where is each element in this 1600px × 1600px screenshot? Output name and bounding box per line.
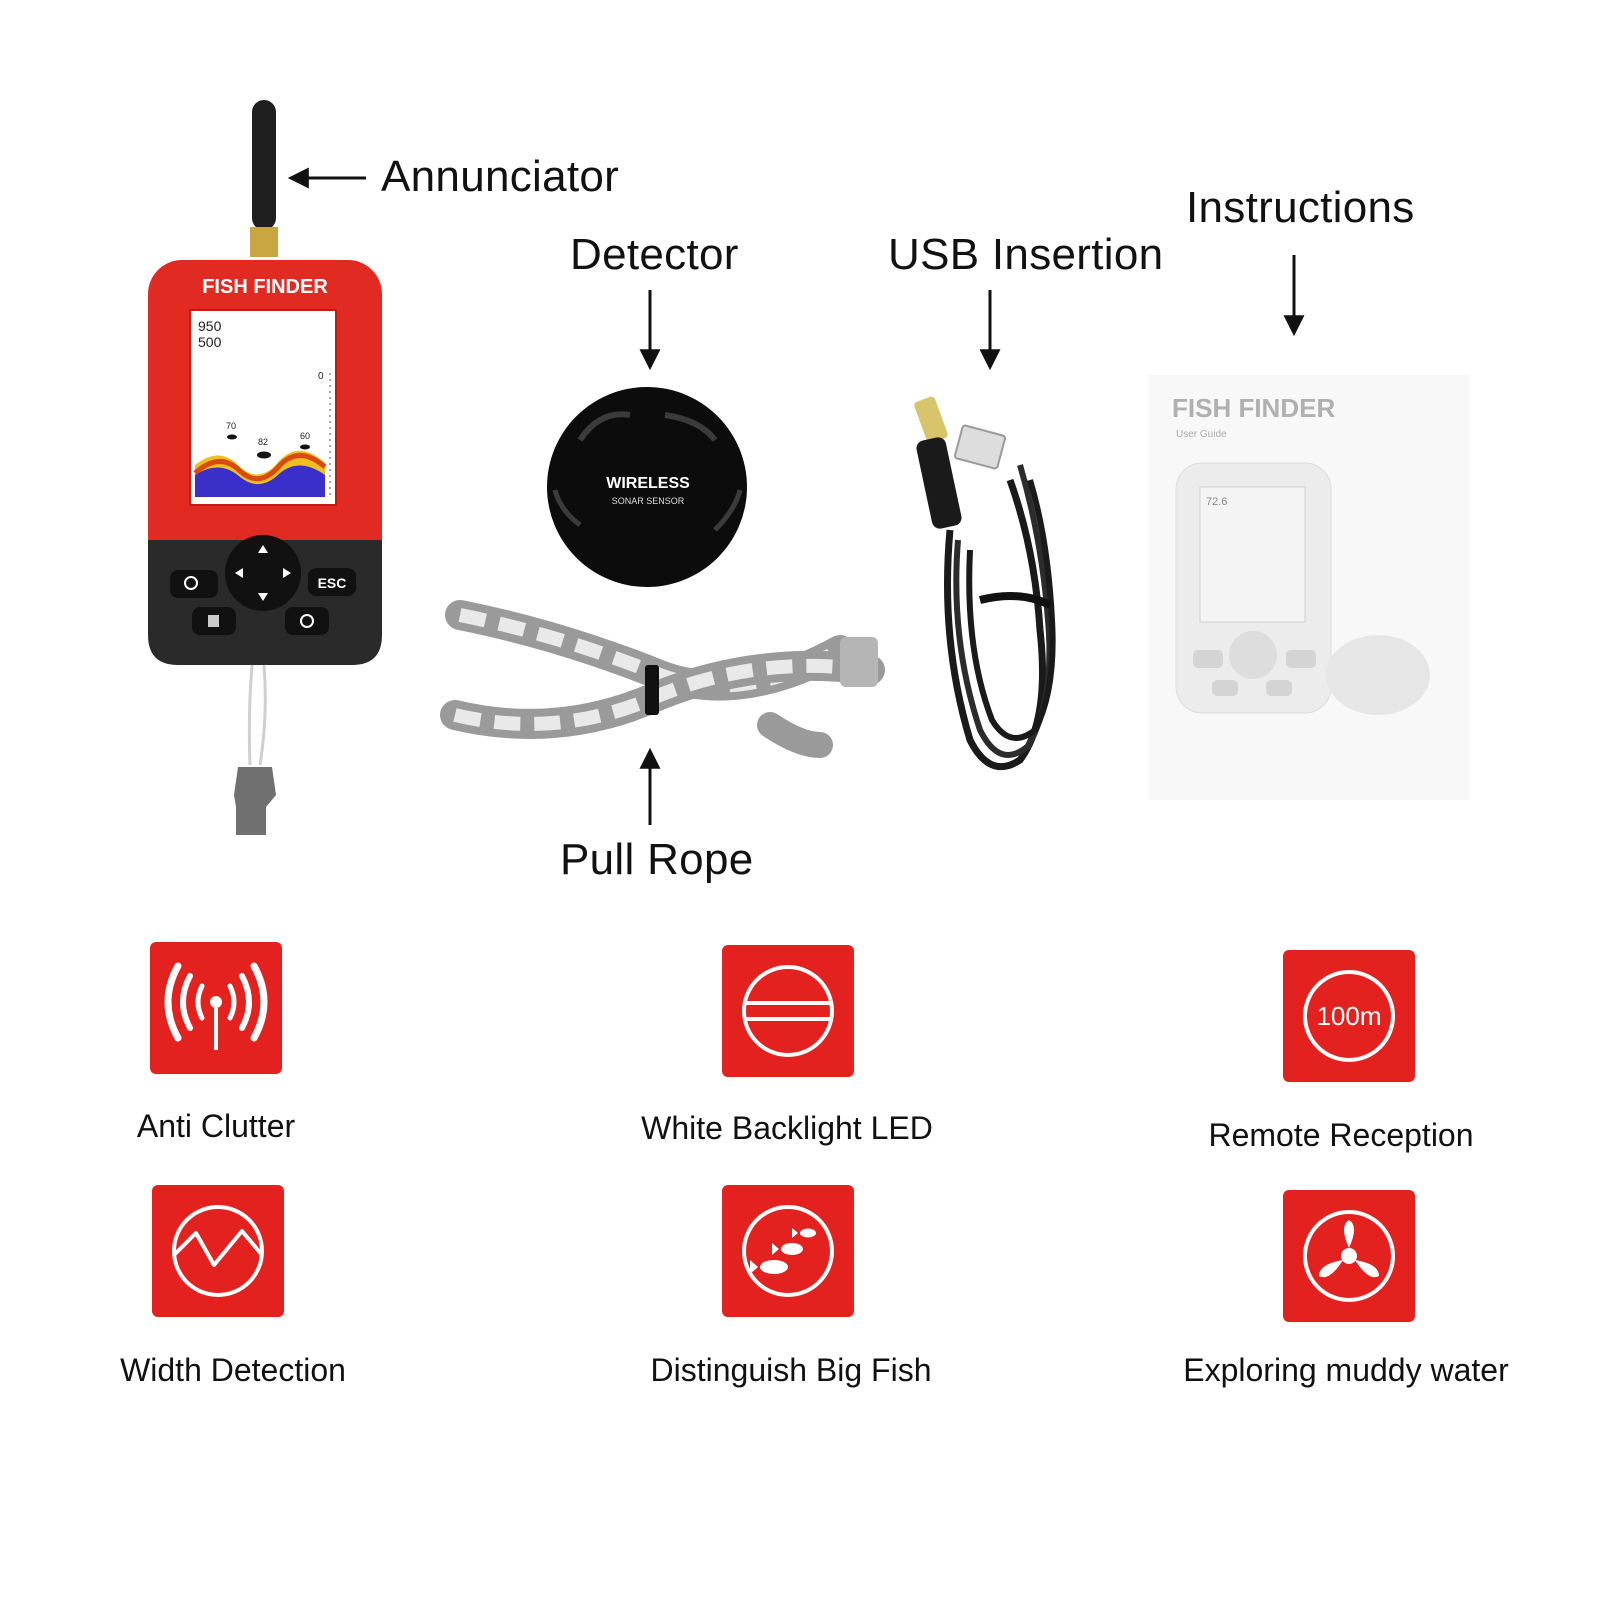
fish-depth-2: 82 [258,437,268,447]
pull-rope-label: Pull Rope [560,835,754,884]
feature-label-remote-reception: Remote Reception [1208,1117,1474,1153]
fish-school-icon [742,1205,834,1297]
feature-exploring-muddy-water [1283,1190,1415,1322]
fish-finder-device: FISH FINDER 950 500 0 70 82 60 ESC [148,100,382,835]
feature-remote-reception: 100m [1283,950,1415,1082]
feature-label-white-backlight: White Backlight LED [641,1110,933,1146]
feature-label-anti-clutter: Anti Clutter [136,1108,296,1144]
detector-sensor: WIRELESS SONAR SENSOR [547,387,747,587]
power-button [285,607,329,635]
manual-subtitle: User Guide [1176,429,1227,440]
device-brand: FISH FINDER [202,276,328,298]
pull-rope [440,600,885,758]
esc-button [308,568,356,596]
callout-arrows [287,167,1305,825]
manual-screen-value: 72.6 [1206,496,1227,508]
lanyard-tag [234,767,276,835]
zoom-button [170,570,218,598]
instructions-label: Instructions [1186,183,1415,232]
feature-white-backlight [722,945,854,1077]
width-wave-icon [172,1205,264,1297]
rope-buckle [840,637,878,687]
feature-distinguish-big-fish [722,1185,854,1317]
detector-line2: SONAR SENSOR [612,496,685,506]
screen-temp: 500 [198,334,222,350]
instruction-manual: FISH FINDER User Guide 72.6 [1148,375,1470,800]
annunciator-label: Annunciator [381,152,620,201]
detector-line1: WIRELESS [606,475,690,492]
feature-label-exploring-muddy-water: Exploring muddy water [1183,1352,1509,1388]
screen-scale: 0 [318,371,324,382]
svg-text:ESC: ESC [318,575,347,591]
backlight-circle-icon [742,965,834,1057]
usb-insertion-label: USB Insertion [888,230,1164,279]
fish-depth-1: 70 [226,421,236,431]
propeller-icon [1303,1210,1395,1302]
feature-anti-clutter [150,942,282,1074]
feature-label-distinguish-big-fish: Distinguish Big Fish [650,1352,932,1388]
fish-depth-3: 60 [300,431,310,441]
signal-waves-icon [164,962,268,1050]
detector-label: Detector [570,230,739,279]
usb-cable [914,396,1056,771]
manual-title: FISH FINDER [1172,393,1335,423]
feature-label-width-detection: Width Detection [120,1352,346,1388]
antenna [252,100,276,230]
screen-depth: 950 [198,318,222,334]
range-100m-icon: 100m [1303,970,1395,1062]
feature-width-detection [152,1185,284,1317]
range-badge: 100m [1316,1001,1381,1031]
